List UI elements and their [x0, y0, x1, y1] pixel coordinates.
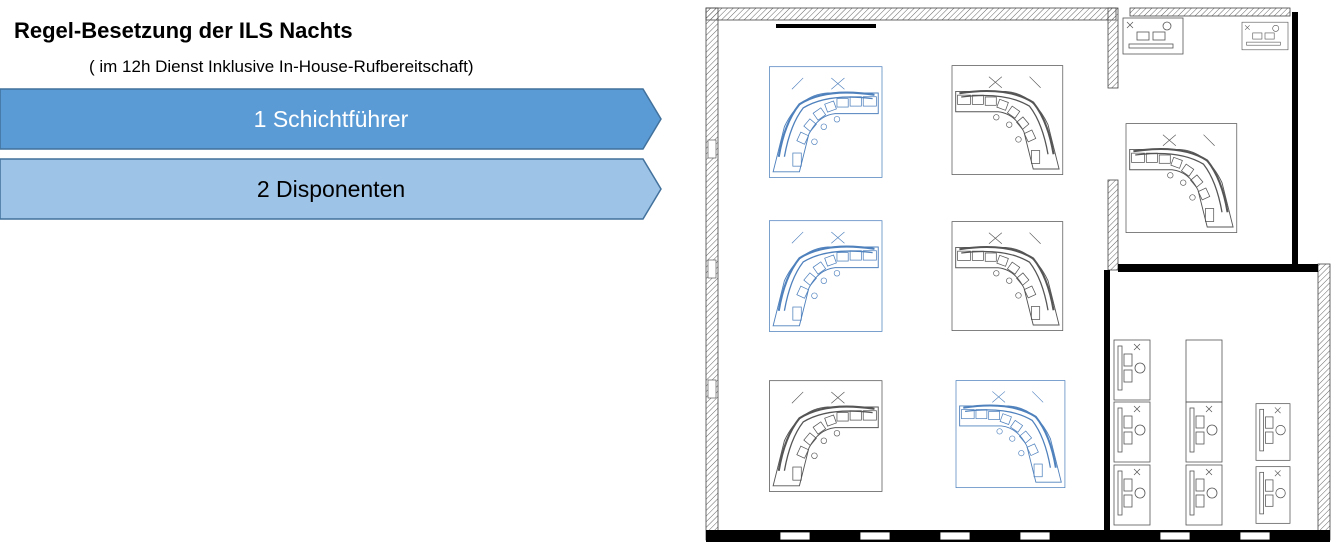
workstation-3	[768, 219, 884, 333]
wall-notch	[707, 259, 717, 279]
workstation-1	[768, 65, 884, 179]
workstation-5	[768, 379, 884, 493]
wall-inner-top	[1107, 7, 1119, 89]
wall-right-lower	[1317, 263, 1331, 541]
wall-vertical	[1104, 270, 1110, 530]
wall-inner-mid	[1107, 179, 1119, 271]
window-top	[776, 24, 876, 28]
workstation-7	[1124, 122, 1238, 234]
role-label-disponenten: 2 Disponenten	[256, 176, 406, 202]
wall-right-upper	[1292, 12, 1298, 268]
page-title: Regel-Besetzung der ILS Nachts	[14, 18, 353, 43]
arrow-shape-icon	[0, 158, 662, 220]
wall-notch	[707, 379, 717, 399]
wall-divider	[1118, 264, 1318, 272]
window-bottom	[1159, 531, 1191, 541]
wall-top-right	[1129, 7, 1291, 17]
cabinet	[1185, 339, 1223, 403]
role-label-schichtfuehrer: 1 Schichtführer	[253, 106, 409, 132]
window-bottom	[1239, 531, 1271, 541]
arrow-shape-icon	[0, 88, 662, 150]
workstation-6	[954, 379, 1067, 489]
desk-top-right-1	[1122, 17, 1184, 55]
role-arrow-schichtfuehrer: 1 Schichtführer	[0, 88, 662, 150]
role-arrow-disponenten: 2 Disponenten	[0, 158, 662, 220]
floor-plan	[705, 7, 1331, 542]
desk-lower-right	[1113, 339, 1291, 526]
window-bottom	[939, 531, 971, 541]
page-subtitle: ( im 12h Dienst Inklusive In-House-Rufbe…	[89, 57, 474, 76]
window-bottom	[1019, 531, 1051, 541]
desk-top-right-2	[1241, 21, 1289, 51]
window-bottom	[859, 531, 891, 541]
workstation-4	[950, 220, 1064, 332]
wall-top	[705, 7, 1117, 21]
wall-notch	[707, 139, 717, 159]
window-bottom	[779, 531, 811, 541]
workstation-2	[950, 64, 1064, 176]
